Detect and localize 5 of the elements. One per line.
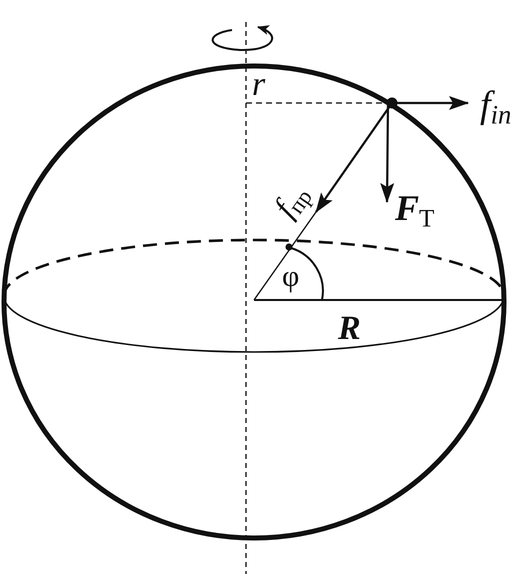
math-label: r — [252, 68, 266, 102]
math-label: φ — [282, 262, 300, 292]
math-label: F$_{Т}$ — [395, 190, 434, 232]
math-label: f$_{in}$ — [480, 86, 512, 128]
math-label: R — [338, 312, 361, 346]
